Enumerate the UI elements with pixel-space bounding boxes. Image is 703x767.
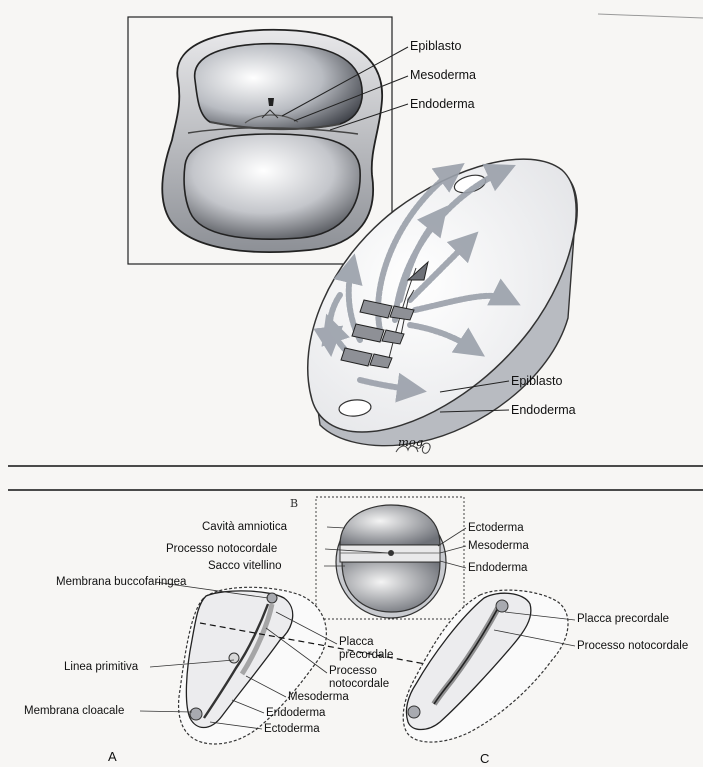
label-ectoderma-b: Ectoderma — [468, 522, 524, 535]
label-endoderma-b: Endoderma — [468, 562, 527, 575]
panel-letter-a: A — [108, 749, 117, 764]
label-inset-epiblasto: Epiblasto — [410, 39, 461, 53]
label-processo-notocordale-a: Processo notocordale — [329, 665, 389, 691]
label-mesoderma-b: Mesoderma — [468, 540, 529, 553]
label-processo-notocordale-b: Processo notocordale — [166, 543, 277, 556]
label-linea-primitiva: Linea primitiva — [64, 661, 138, 674]
embryo-cross-section — [162, 30, 382, 252]
panel-letter-b: B — [290, 497, 298, 510]
label-ectoderma-a: Ectoderma — [264, 723, 320, 736]
label-membrana-cloacale: Membrana cloacale — [24, 705, 124, 718]
label-inset-mesoderma: Mesoderma — [410, 68, 476, 82]
label-cavita-amniotica: Cavità amniotica — [202, 521, 287, 534]
label-disc-epiblasto: Epiblasto — [511, 374, 562, 388]
label-disc-endoderma: Endoderma — [511, 403, 576, 417]
label-endoderma-a: Endoderma — [266, 707, 325, 720]
section-b-embryo — [336, 505, 446, 618]
panel-c-embryo — [403, 590, 568, 742]
label-membrana-buccofaringea: Membrana buccofaringea — [56, 576, 186, 589]
label-processo-notocordale-c: Processo notocordale — [577, 640, 688, 653]
signature-initials: mog — [398, 436, 423, 449]
panel-a-embryo — [179, 587, 327, 744]
label-placca-precordale-c: Placca precordale — [577, 613, 669, 626]
label-sacco-vitellino: Sacco vitellino — [208, 560, 282, 573]
label-placca-precordale-a: Placca precordale — [339, 636, 393, 662]
corner-rule — [598, 14, 703, 18]
label-inset-endoderma: Endoderma — [410, 97, 475, 111]
primitive-streak-mark — [268, 98, 274, 106]
label-mesoderma-a: Mesoderma — [288, 691, 349, 704]
panel-letter-c: C — [480, 751, 489, 766]
